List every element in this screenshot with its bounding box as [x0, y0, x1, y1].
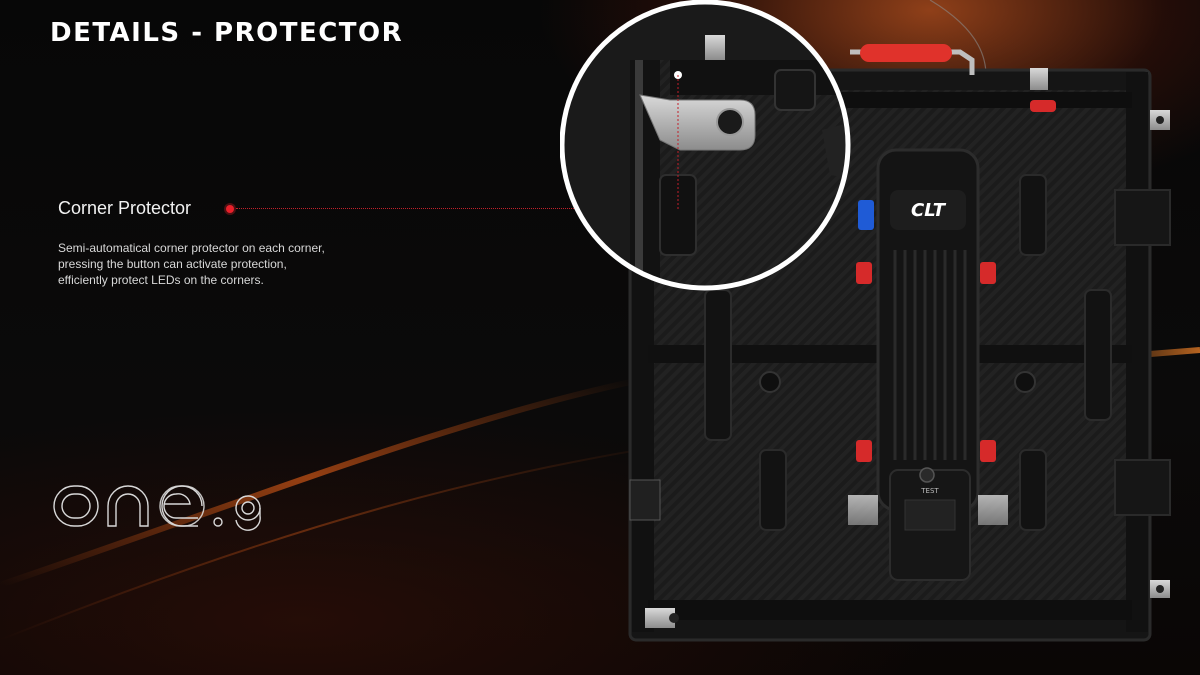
page-title: DETAILS - PROTECTOR	[50, 18, 404, 48]
description-line: efficiently protect LEDs on the corners.	[58, 273, 264, 287]
led-cabinet-image: CLT TEST	[560, 0, 1171, 642]
description-line: Semi-automatical corner protector on eac…	[58, 241, 325, 255]
description-line: pressing the button can activate protect…	[58, 257, 287, 271]
feature-description: Semi-automatical corner protector on eac…	[58, 240, 378, 288]
feature-label: Corner Protector	[58, 198, 192, 218]
product-badge: CLT	[911, 200, 947, 221]
brand-logo	[53, 485, 261, 531]
zoom-circle	[560, 0, 851, 291]
test-label: TEST	[920, 487, 939, 495]
callout-dot[interactable]	[226, 205, 234, 213]
callout-line	[236, 208, 676, 209]
